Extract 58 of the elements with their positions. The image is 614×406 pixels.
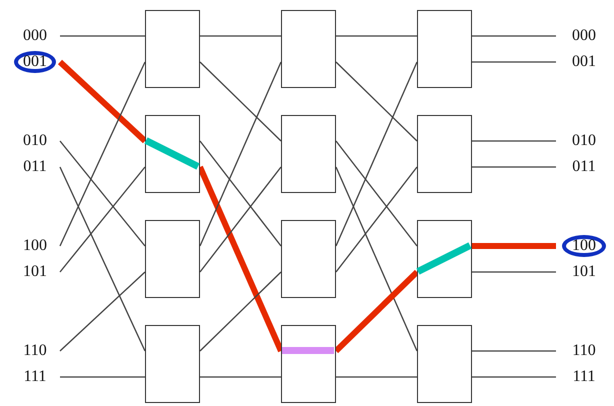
wire xyxy=(336,62,418,142)
wire xyxy=(472,140,556,142)
switch-box xyxy=(145,220,200,298)
wire xyxy=(336,35,417,37)
wire xyxy=(335,166,418,352)
input-address: 101 xyxy=(14,261,56,283)
output-address: 110 xyxy=(562,340,606,362)
wire xyxy=(60,376,145,378)
wire xyxy=(200,62,282,142)
wire xyxy=(59,62,146,246)
input-address: 010 xyxy=(14,130,56,152)
input-address: 111 xyxy=(14,366,56,388)
switch-box xyxy=(281,220,336,298)
wire xyxy=(335,166,418,272)
wire xyxy=(472,243,556,249)
wire xyxy=(336,376,417,378)
wire xyxy=(200,376,281,378)
wire xyxy=(335,62,418,246)
switch-box xyxy=(281,115,336,193)
wire xyxy=(472,271,556,273)
wire xyxy=(472,61,556,63)
wire xyxy=(199,140,282,246)
input-address: 110 xyxy=(14,340,56,362)
wire xyxy=(58,60,148,144)
output-address: 100 xyxy=(562,235,606,257)
input-address: 001 xyxy=(14,51,56,73)
wire xyxy=(200,272,282,352)
output-address: 101 xyxy=(562,261,606,283)
wire xyxy=(60,35,145,37)
wire xyxy=(472,376,556,378)
switch-box xyxy=(281,10,336,88)
wire xyxy=(60,166,146,272)
input-address: 011 xyxy=(14,156,56,178)
output-address: 010 xyxy=(562,130,606,152)
switch-box xyxy=(281,325,336,403)
switch-box xyxy=(417,220,472,298)
wire xyxy=(472,350,556,352)
input-address: 100 xyxy=(14,235,56,257)
switch-box xyxy=(145,10,200,88)
wire xyxy=(60,272,146,352)
input-address: 000 xyxy=(14,25,56,47)
switch-box xyxy=(417,325,472,403)
wire xyxy=(199,62,282,246)
switch-box xyxy=(417,115,472,193)
output-address: 001 xyxy=(562,51,606,73)
output-address: 000 xyxy=(562,25,606,47)
output-address: 111 xyxy=(562,366,606,388)
switch-box xyxy=(145,325,200,403)
wire xyxy=(59,166,146,352)
wire xyxy=(199,166,282,272)
wire xyxy=(335,140,418,246)
wire xyxy=(472,166,556,168)
wire xyxy=(60,140,146,246)
output-address: 011 xyxy=(562,156,606,178)
switch-box xyxy=(417,10,472,88)
wire xyxy=(200,35,281,37)
wire xyxy=(472,35,556,37)
switch-box xyxy=(145,115,200,193)
